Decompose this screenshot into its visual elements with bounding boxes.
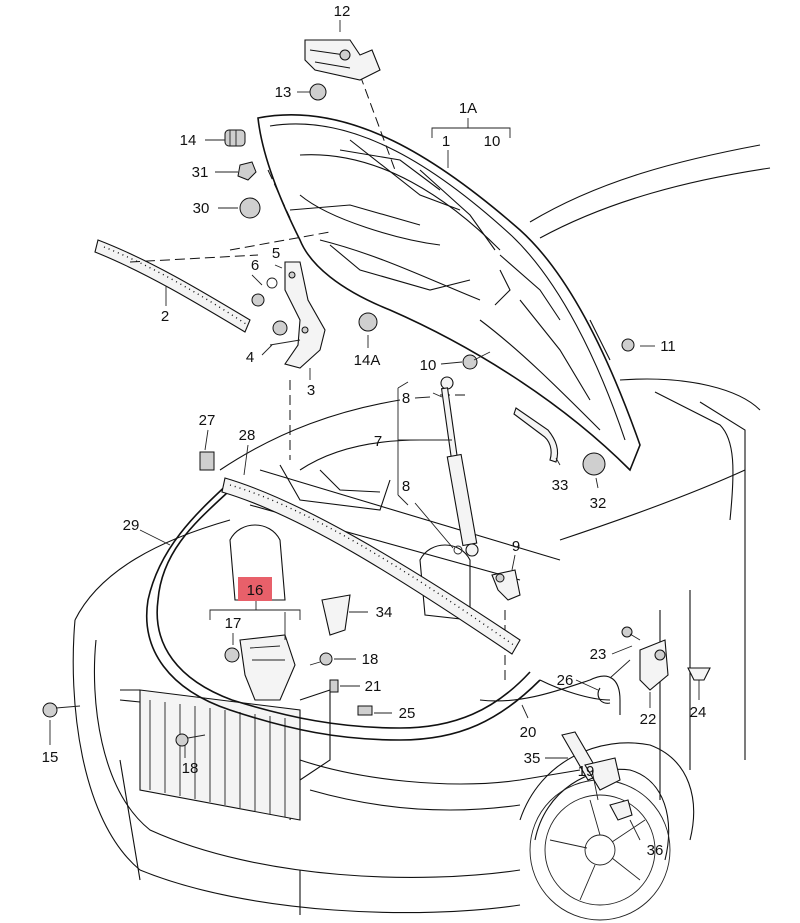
label-20: 20 xyxy=(520,724,537,741)
label-17: 17 xyxy=(225,615,242,632)
part-36-handle xyxy=(609,799,633,821)
label-15: 15 xyxy=(42,749,59,766)
part-12-bracket xyxy=(304,39,381,81)
label-12: 12 xyxy=(334,3,351,20)
label-8-top: 8 xyxy=(402,390,410,407)
part-22-latch xyxy=(639,639,669,691)
highlight-box-16 xyxy=(238,577,272,601)
part-13-nut xyxy=(309,83,327,101)
part-15-bolt xyxy=(42,702,81,718)
hood-seal-strip-2 xyxy=(94,239,251,333)
release-cable-20 xyxy=(479,675,621,715)
part-5-hinge xyxy=(284,261,326,369)
guide-line xyxy=(129,254,259,263)
part-26-hook xyxy=(597,687,611,704)
label-23: 23 xyxy=(590,646,607,663)
label-1A: 1A xyxy=(459,100,477,117)
label-18-top: 18 xyxy=(362,651,379,668)
label-16: 16 xyxy=(247,582,264,599)
label-24: 24 xyxy=(690,704,707,721)
label-1: 1 xyxy=(442,133,450,150)
part-4-bolt xyxy=(269,320,301,346)
car-body-outline xyxy=(72,144,771,921)
part-6-washer xyxy=(266,277,278,289)
leader-lines xyxy=(49,20,700,841)
label-21: 21 xyxy=(365,678,382,695)
label-10-top: 10 xyxy=(484,133,501,150)
part-8a-clip xyxy=(432,392,443,398)
label-31: 31 xyxy=(192,164,209,181)
part-24-plug xyxy=(687,667,711,690)
guide-line xyxy=(229,231,331,251)
engine-bay-seal-29 xyxy=(146,479,541,741)
label-14A: 14A xyxy=(354,352,381,369)
part-27-bracket xyxy=(199,451,215,471)
label-22: 22 xyxy=(640,711,657,728)
label-6: 6 xyxy=(251,257,259,274)
part-21-clip xyxy=(329,679,339,693)
part-labels: 12 13 14 31 30 1A 1 10 2 6 5 4 3 14A 10 … xyxy=(42,3,707,859)
part-35-release-lever xyxy=(561,731,621,791)
label-28: 28 xyxy=(239,427,256,444)
label-5: 5 xyxy=(272,245,280,262)
label-29: 29 xyxy=(123,517,140,534)
part-18a-bolt xyxy=(309,652,333,666)
part-10-mount xyxy=(462,351,491,370)
label-13: 13 xyxy=(275,84,292,101)
label-9: 9 xyxy=(512,538,520,555)
part-33-seal xyxy=(513,407,559,463)
part-6b-nut xyxy=(251,293,265,307)
part-11-clip xyxy=(621,338,635,352)
label-27: 27 xyxy=(199,412,216,429)
part-7-gas-strut xyxy=(440,376,479,557)
part-9-bracket xyxy=(491,569,521,601)
part-31-clip xyxy=(237,161,257,181)
label-3: 3 xyxy=(307,382,315,399)
part-23-bolt xyxy=(621,626,641,641)
part-18b-bolt xyxy=(175,733,206,747)
label-2: 2 xyxy=(161,308,169,325)
hood-panel xyxy=(257,113,641,472)
part-32-grommet xyxy=(582,452,606,476)
label-30: 30 xyxy=(193,200,210,217)
label-32: 32 xyxy=(590,495,607,512)
label-14: 14 xyxy=(180,132,197,149)
label-10-mid: 10 xyxy=(420,357,437,374)
label-18-bottom: 18 xyxy=(182,760,199,777)
guide-line xyxy=(359,74,396,171)
label-36: 36 xyxy=(647,842,664,859)
radiator-assembly xyxy=(119,689,331,821)
label-26: 26 xyxy=(557,672,574,689)
part-26-line xyxy=(609,659,631,679)
label-35: 35 xyxy=(524,750,541,767)
label-7: 7 xyxy=(374,433,382,450)
label-19: 19 xyxy=(578,763,595,780)
release-cable-20b xyxy=(539,679,611,701)
label-11: 11 xyxy=(660,338,676,355)
part-14-buffer xyxy=(224,129,246,147)
label-33: 33 xyxy=(552,477,569,494)
guide-line xyxy=(267,169,291,219)
label-25: 25 xyxy=(399,705,416,722)
part-30-grommet xyxy=(239,197,261,219)
cowl-seal-28 xyxy=(221,477,521,655)
part-16-latch-assembly xyxy=(224,634,296,701)
label-8-bottom: 8 xyxy=(402,478,410,495)
part-25-clip xyxy=(357,705,373,716)
label-34: 34 xyxy=(376,604,393,621)
part-8b-clip xyxy=(453,545,463,555)
part-34-cover xyxy=(321,594,351,636)
part-14A-clip xyxy=(358,312,378,332)
label-4: 4 xyxy=(246,349,254,366)
